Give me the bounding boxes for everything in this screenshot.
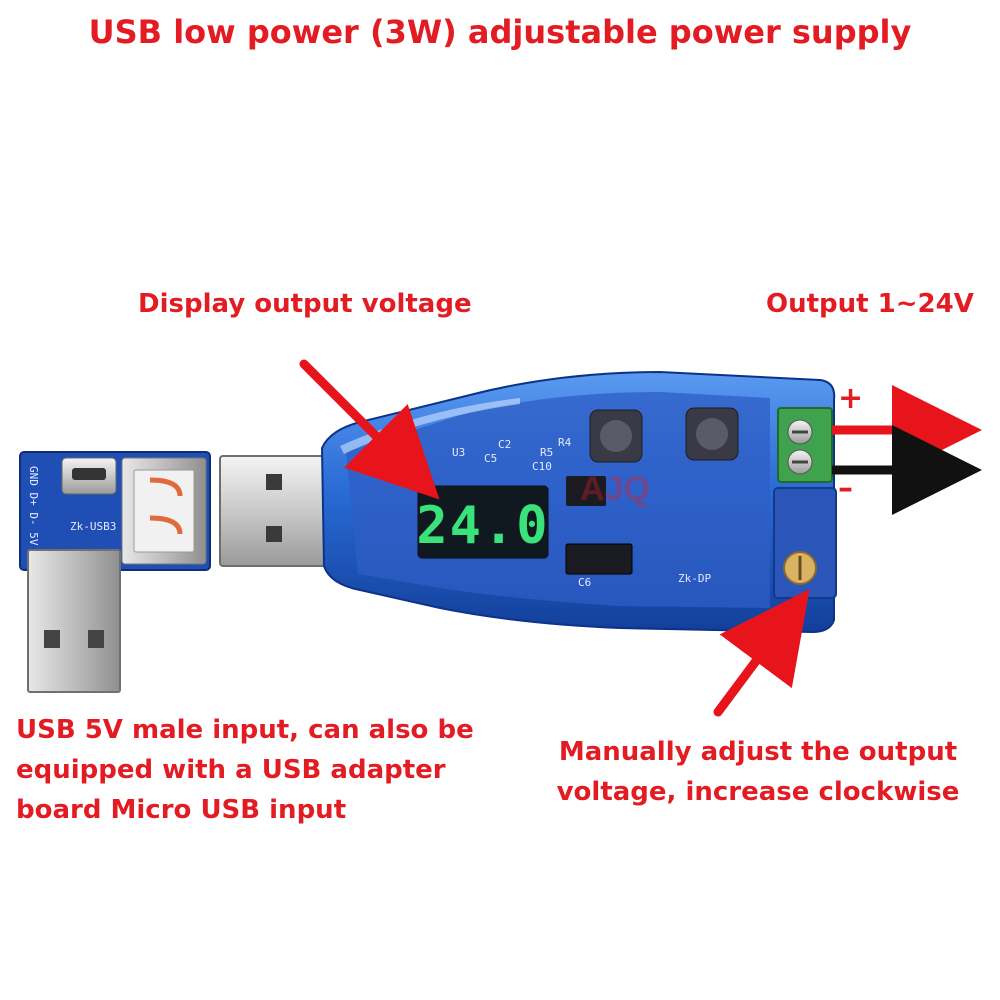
inductor-core [696, 418, 728, 450]
usb-input-label-line: equipped with a USB adapter [16, 755, 446, 785]
component-label: U3 [452, 446, 465, 459]
watermark-text: AJQ [580, 470, 650, 508]
negative-terminal-sign: – [838, 471, 853, 506]
usb-spring-contact [149, 515, 183, 535]
usb-plug-hole [44, 630, 60, 648]
component-label: C10 [532, 460, 552, 473]
arrow-to-display [299, 359, 440, 500]
usb-input-label-line: board Micro USB input [16, 795, 347, 825]
module-board-text: Zk-DP [678, 572, 711, 585]
usb-input-label: USB 5V male input, can also be equipped … [16, 710, 474, 830]
adjust-voltage-label: Manually adjust the output voltage, incr… [548, 732, 968, 812]
ic-chip [566, 476, 606, 506]
usb-plug-hole [266, 474, 282, 490]
usb-adapter-board: GND D+ D- 5V Zk-USB3 [19, 451, 211, 693]
positive-terminal-sign: + [838, 381, 864, 416]
micro-usb-slot [72, 468, 106, 480]
usb-input-label-line: USB 5V male input, can also be [16, 715, 474, 745]
display-reading: 24.0 [416, 496, 549, 556]
component-label: R4 [558, 436, 572, 449]
component-label: C2 [498, 438, 511, 451]
adjust-voltage-label-line: Manually adjust the output [558, 737, 958, 767]
component-label: C6 [578, 576, 591, 589]
inductor-core [600, 420, 632, 452]
usb-plug-hole [88, 630, 104, 648]
case-highlight [340, 398, 520, 454]
adapter-pin-text: GND D+ D- 5V [27, 466, 40, 546]
component-label: R5 [540, 446, 553, 459]
led-display [417, 485, 549, 559]
display-voltage-label: Display output voltage [138, 289, 472, 319]
usb-plug-hole [266, 526, 282, 542]
adjust-voltage-label-line: voltage, increase clockwise [556, 777, 960, 807]
ic-chip [565, 543, 633, 575]
adapter-board-text: Zk-USB3 [70, 520, 116, 533]
page-title: USB low power (3W) adjustable power supp… [88, 13, 912, 51]
component-label: C5 [484, 452, 497, 465]
module-usb-shell [219, 455, 333, 567]
arrow-to-potentiometer [713, 589, 810, 717]
module-usb-plug [219, 455, 333, 567]
male-usb-plug [27, 549, 121, 693]
usb-spring-contact [149, 477, 183, 497]
output-range-label: Output 1~24V [766, 289, 974, 319]
module-case: 24.0 U3 C2 C5 R5 R4 C10 C6 Zk-DP AJQ [320, 370, 837, 634]
